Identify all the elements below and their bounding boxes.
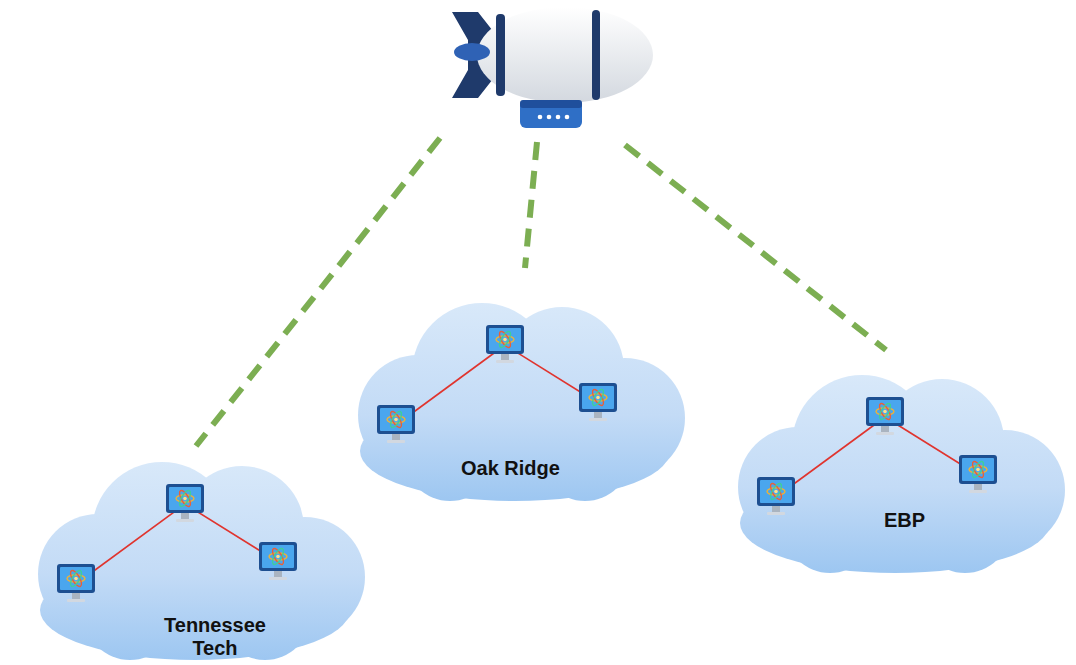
- site-cloud: EBP: [720, 355, 1070, 575]
- blimp-gondola: [520, 100, 582, 128]
- computer-icon: [166, 484, 204, 522]
- site-name: EBP: [884, 509, 925, 532]
- site-name: Tennessee Tech: [156, 614, 274, 660]
- site-cloud: Oak Ridge: [340, 283, 690, 503]
- blimp: [452, 7, 653, 128]
- site-name: Oak Ridge: [461, 457, 560, 480]
- dashed-link: [525, 142, 537, 268]
- blimp-body: [477, 7, 653, 103]
- blimp-stripe: [592, 10, 600, 100]
- computer-icon: [959, 455, 997, 493]
- computer-icon: [579, 383, 617, 421]
- computer-icon: [486, 325, 524, 363]
- computer-icon: [259, 542, 297, 580]
- computer-icon: [866, 397, 904, 435]
- cloud-outline: [358, 303, 685, 501]
- cloud-outline: [738, 375, 1065, 573]
- computer-icon: [377, 405, 415, 443]
- computer-icon: [757, 477, 795, 515]
- site-cloud: Tennessee Tech: [20, 442, 370, 662]
- blimp-propeller: [454, 43, 490, 61]
- cloud-outline: [38, 462, 365, 660]
- gondola-windows: [538, 115, 570, 120]
- dashed-link: [625, 145, 886, 350]
- computer-icon: [57, 564, 95, 602]
- cloud-shape: [720, 355, 1070, 575]
- blimp-stripe: [496, 14, 505, 96]
